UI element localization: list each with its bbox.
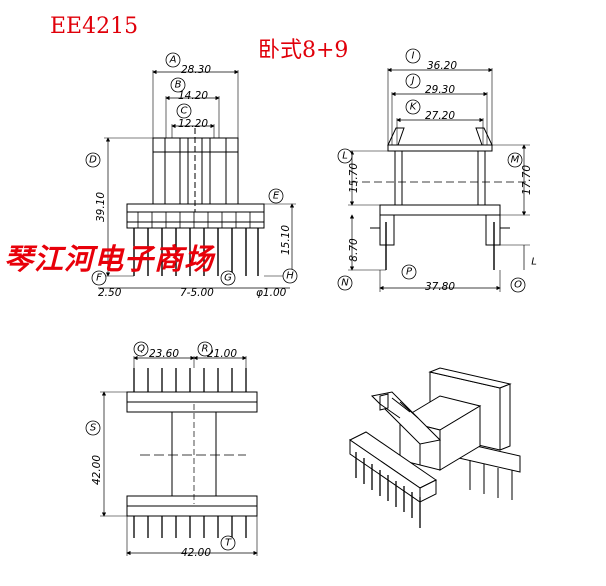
dim-j-value: 29.30 bbox=[425, 84, 455, 96]
mount-type-label: 卧式8+9 bbox=[258, 38, 349, 63]
bottom-view bbox=[100, 355, 258, 556]
label-m: M bbox=[511, 155, 520, 166]
side-view bbox=[348, 67, 530, 292]
front-view bbox=[98, 69, 296, 289]
label-e: E bbox=[273, 191, 280, 202]
dim-b-value: 14.20 bbox=[178, 90, 208, 102]
label-b: B bbox=[175, 80, 182, 91]
label-j: J bbox=[410, 76, 415, 87]
label-q: Q bbox=[137, 344, 145, 355]
label-c: C bbox=[181, 106, 188, 117]
label-o: O bbox=[514, 280, 522, 291]
model-number: EE4215 bbox=[50, 14, 139, 39]
dim-l-value: 15.70 bbox=[348, 163, 360, 193]
dim-e-value: 15.10 bbox=[280, 225, 292, 255]
label-n: N bbox=[341, 278, 349, 289]
label-j-circle bbox=[405, 73, 421, 89]
dim-c-value: 12.20 bbox=[178, 118, 208, 130]
dim-k-value: 27.20 bbox=[425, 110, 455, 122]
label-h-circle bbox=[282, 268, 298, 284]
label-e-circle bbox=[268, 188, 284, 204]
label-g: G bbox=[224, 273, 232, 284]
label-t: T bbox=[225, 538, 232, 549]
store-watermark: 琴江河电子商场 bbox=[4, 242, 215, 276]
label-k-circle bbox=[405, 99, 421, 115]
label-d: D bbox=[89, 155, 97, 166]
label-m-circle bbox=[507, 152, 523, 168]
label-a-circle bbox=[165, 52, 181, 68]
label-p: P bbox=[406, 267, 413, 278]
label-l: L bbox=[342, 151, 348, 162]
label-t-circle bbox=[220, 535, 236, 551]
dim-f-value: 2.50 bbox=[98, 287, 122, 299]
label-f-circle bbox=[91, 270, 107, 286]
label-i: I bbox=[412, 51, 415, 62]
label-s-circle bbox=[85, 420, 101, 436]
dim-d-value: 39.10 bbox=[95, 192, 107, 222]
dim-m-value: 17.70 bbox=[521, 165, 533, 195]
label-r: R bbox=[202, 344, 209, 355]
label-q-circle bbox=[133, 341, 149, 357]
dim-h-value: φ1.00 bbox=[256, 287, 287, 299]
label-k: K bbox=[410, 102, 418, 113]
dim-q-value: 23.60 bbox=[149, 348, 179, 360]
label-d-circle bbox=[85, 152, 101, 168]
label-f: F bbox=[96, 273, 102, 284]
dim-s-value: 42.00 bbox=[91, 455, 103, 485]
isometric-view bbox=[349, 367, 521, 528]
label-b-circle bbox=[170, 77, 186, 93]
dim-n-value: 8.70 bbox=[348, 238, 360, 262]
label-i-circle bbox=[405, 48, 421, 64]
label-h: H bbox=[286, 271, 294, 282]
dim-t-value: 42.00 bbox=[181, 547, 211, 559]
dim-a-value: 28.30 bbox=[181, 64, 211, 76]
dim-p-value: 37.80 bbox=[425, 281, 455, 293]
label-p-circle bbox=[401, 264, 417, 280]
label-r-circle bbox=[197, 341, 213, 357]
label-g-circle bbox=[220, 270, 236, 286]
label-n-circle bbox=[337, 275, 353, 291]
label-s: S bbox=[90, 423, 97, 434]
dim-i-value: 36.20 bbox=[427, 60, 457, 72]
label-c-circle bbox=[176, 103, 192, 119]
label-o-circle bbox=[510, 277, 526, 293]
label-a: A bbox=[169, 55, 177, 66]
dim-r-value: 21.00 bbox=[207, 348, 237, 360]
label-l-lower: L bbox=[531, 257, 537, 268]
label-l-circle bbox=[337, 148, 353, 164]
dim-g-value: 7-5.00 bbox=[180, 287, 214, 299]
